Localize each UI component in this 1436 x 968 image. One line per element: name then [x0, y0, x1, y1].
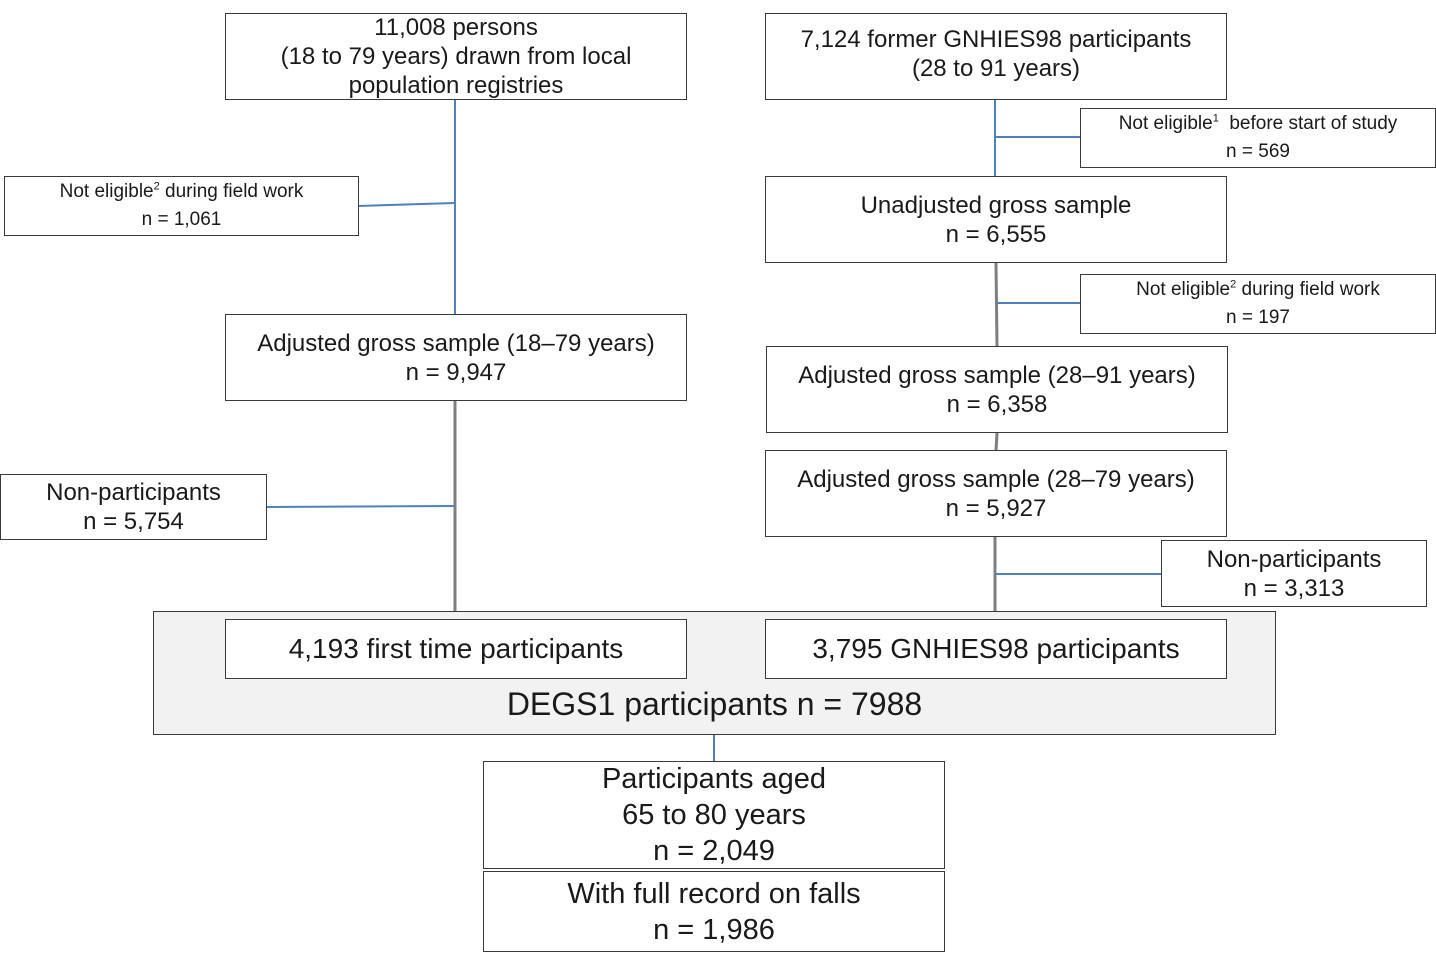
full-record-falls-label: With full record on falls [567, 877, 861, 910]
gnhies98-participants-box: 3,795 GNHIES98 participants [765, 619, 1227, 679]
first-time-participants-box: 4,193 first time participants [225, 619, 687, 679]
adjusted-91-box: Adjusted gross sample (28–91 years) n = … [766, 346, 1228, 433]
left-non-participants-count: n = 5,754 [83, 508, 184, 535]
left-not-eligible-count: n = 1,061 [141, 209, 222, 230]
registry-line-2: (18 to 79 years) drawn from local [280, 43, 632, 70]
participants-aged-line-3: n = 2,049 [653, 835, 775, 867]
right-not-eligible-before-count: n = 569 [1226, 141, 1290, 162]
adjusted-79-box: Adjusted gross sample (28–79 years) n = … [765, 450, 1227, 537]
left-adjusted-label: Adjusted gross sample (18–79 years) [257, 329, 655, 357]
left-not-eligible-box: Not eligible2 during field work n = 1,06… [4, 176, 359, 236]
adjusted-79-label: Adjusted gross sample (28–79 years) [797, 465, 1195, 493]
right-not-eligible-before-box: Not eligible1 before start of study n = … [1080, 108, 1436, 168]
left-adjusted-count: n = 9,947 [405, 358, 507, 386]
connector-adjusted-91-79 [994, 432, 999, 452]
left-non-participants-box: Non-participants n = 5,754 [0, 474, 267, 540]
full-record-falls-box: With full record on falls n = 1,986 [483, 871, 945, 952]
former-line-2: (28 to 91 years) [911, 55, 1081, 82]
left-adjusted-box: Adjusted gross sample (18–79 years) n = … [225, 314, 687, 401]
participants-aged-line-2: 65 to 80 years [622, 799, 806, 831]
connector-left-not-eligible [357, 202, 456, 207]
unadjusted-label: Unadjusted gross sample [860, 191, 1132, 219]
unadjusted-count: n = 6,555 [945, 220, 1047, 248]
degs1-label: DEGS1 participants n = 7988 [506, 686, 923, 722]
left-not-eligible-label: Not eligible2 during field work [59, 180, 304, 202]
first-time-participants-label: 4,193 first time participants [288, 633, 624, 664]
former-participants-box: 7,124 former GNHIES98 participants (28 t… [765, 13, 1227, 100]
participants-aged-line-1: Participants aged [601, 763, 827, 795]
adjusted-91-label: Adjusted gross sample (28–91 years) [798, 361, 1196, 389]
gnhies98-participants-label: 3,795 GNHIES98 participants [812, 633, 1180, 664]
registry-line-3: population registries [348, 72, 564, 99]
right-not-eligible-field-count: n = 197 [1226, 307, 1290, 328]
right-non-participants-box: Non-participants n = 3,313 [1161, 540, 1427, 607]
participants-aged-box: Participants aged 65 to 80 years n = 2,0… [483, 761, 945, 869]
connector-left-non-participants [265, 505, 456, 508]
right-non-participants-label: Non-participants [1206, 545, 1382, 573]
adjusted-91-count: n = 6,358 [946, 390, 1048, 418]
registry-box: 11,008 persons (18 to 79 years) drawn fr… [225, 13, 687, 100]
full-record-falls-count: n = 1,986 [653, 913, 775, 946]
registry-line-1: 11,008 persons [374, 14, 538, 41]
right-not-eligible-before-label: Not eligible1 before start of study [1118, 112, 1398, 134]
unadjusted-box: Unadjusted gross sample n = 6,555 [765, 176, 1227, 263]
connector-unadjusted-adjusted-91 [994, 262, 999, 348]
right-non-participants-count: n = 3,313 [1243, 574, 1345, 602]
left-non-participants-label: Non-participants [46, 479, 221, 506]
right-not-eligible-field-label: Not eligible2 during field work [1136, 278, 1380, 300]
former-line-1: 7,124 former GNHIES98 participants [800, 26, 1192, 53]
adjusted-79-count: n = 5,927 [945, 494, 1047, 522]
right-not-eligible-field-box: Not eligible2 during field work n = 197 [1080, 274, 1436, 334]
